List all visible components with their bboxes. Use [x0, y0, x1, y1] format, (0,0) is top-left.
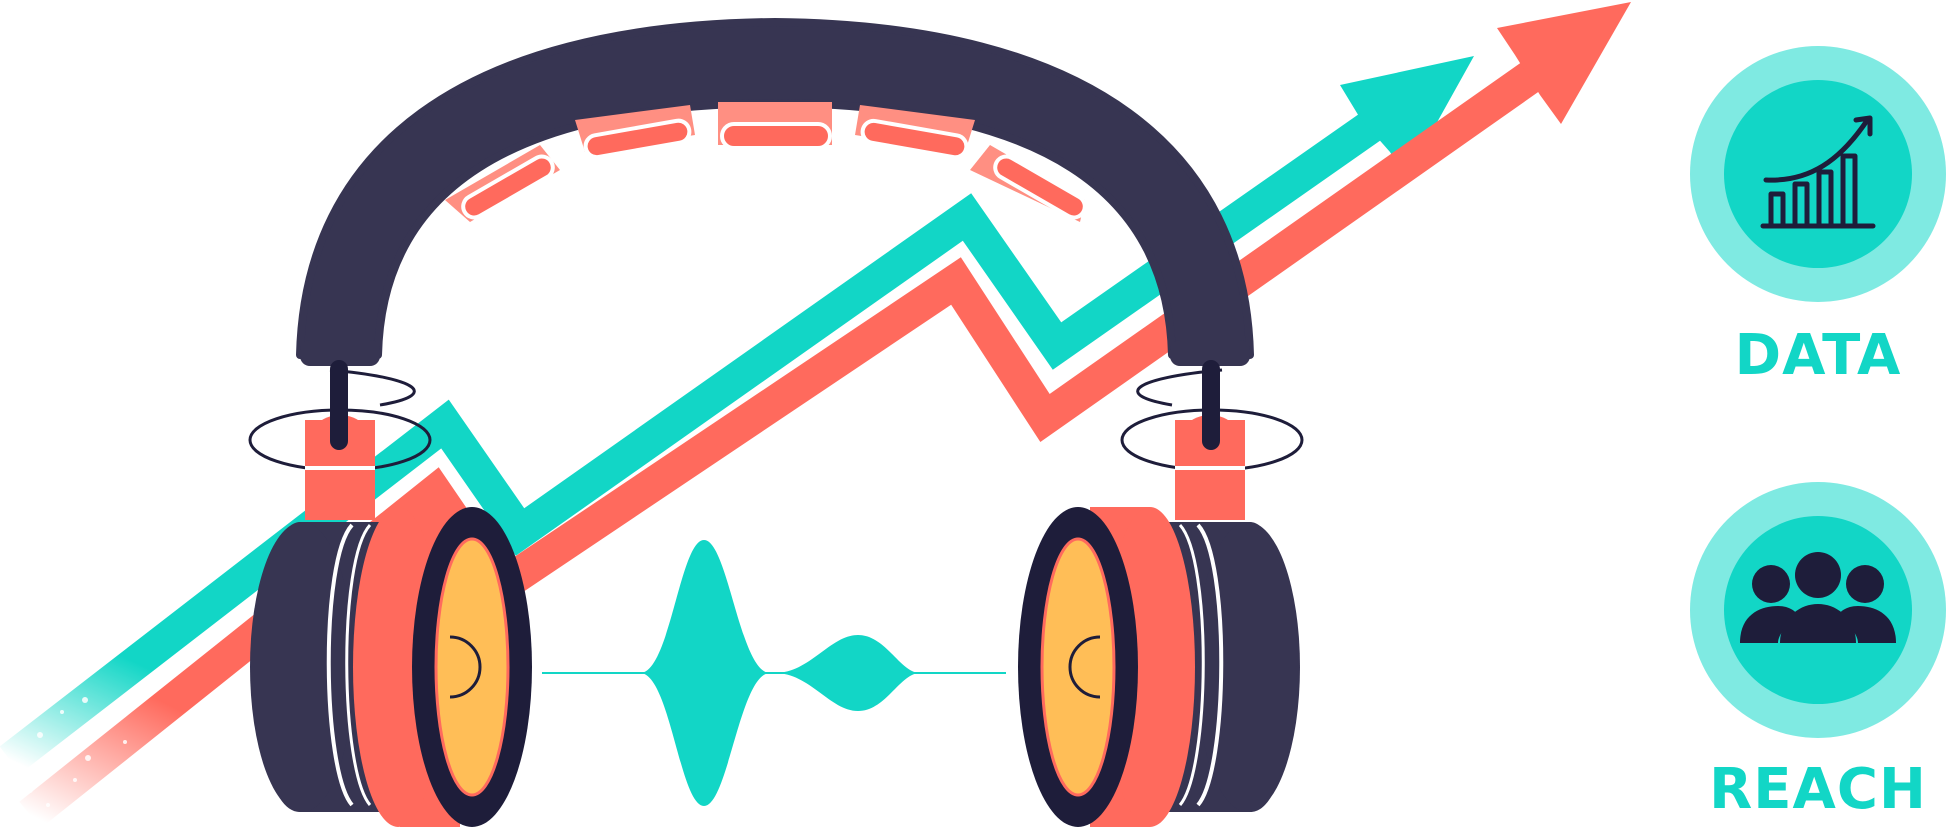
sound-wave	[542, 540, 1006, 806]
data-label: DATA	[1734, 323, 1902, 388]
reach-label: REACH	[1709, 757, 1927, 822]
right-earcup	[1018, 360, 1304, 827]
left-earcup	[248, 360, 532, 827]
particle-spray	[18, 697, 127, 807]
people-group-icon	[1740, 552, 1896, 643]
data-stat	[1690, 46, 1946, 302]
headphones-headband	[296, 18, 1254, 366]
bar-chart-growth-icon	[1760, 115, 1876, 229]
reach-stat	[1690, 482, 1946, 738]
